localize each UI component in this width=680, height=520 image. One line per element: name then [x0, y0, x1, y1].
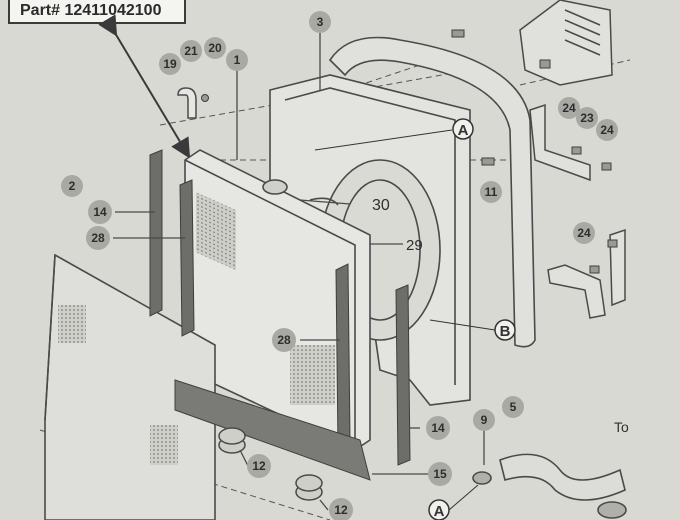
- callout-29: 29: [406, 237, 423, 254]
- callout-15: 15: [428, 462, 452, 486]
- callout-11: 11: [480, 181, 502, 203]
- svg-text:14: 14: [93, 205, 107, 219]
- ref-b-text: B: [500, 323, 511, 340]
- rubber-mounts: [218, 427, 323, 501]
- bolts: [451, 29, 618, 274]
- svg-text:11: 11: [485, 185, 498, 199]
- callout-14-right: 14: [426, 416, 450, 440]
- svg-text:24: 24: [562, 101, 576, 115]
- callout-3: 3: [309, 11, 331, 33]
- callout-2: 2: [61, 175, 83, 197]
- callout-28-left: 28: [86, 226, 110, 250]
- ref-marker-b: B: [429, 319, 516, 341]
- callout-24-top: 24: [558, 97, 580, 119]
- callout-24-right: 24: [596, 119, 618, 141]
- reference-markers: A B A: [314, 118, 516, 520]
- radiator-core: [184, 149, 371, 451]
- svg-text:5: 5: [510, 400, 517, 414]
- ref-a-text: A: [458, 122, 469, 139]
- svg-text:12: 12: [252, 459, 266, 473]
- callout-1: 1: [226, 49, 248, 71]
- callout-20: 20: [204, 37, 226, 59]
- callout-14-left: 14: [88, 200, 112, 224]
- callout-5: 5: [502, 396, 524, 418]
- svg-text:1: 1: [234, 53, 241, 67]
- svg-text:24: 24: [577, 226, 591, 240]
- svg-text:12: 12: [334, 503, 348, 517]
- callout-9: 9: [473, 409, 495, 431]
- callout-12-lower: 12: [329, 498, 353, 520]
- to-label: To: [614, 419, 629, 435]
- svg-text:24: 24: [600, 123, 614, 137]
- callout-24-lower: 24: [573, 222, 595, 244]
- hose-hook: [177, 87, 197, 119]
- callout-30: 30: [372, 197, 390, 214]
- svg-text:14: 14: [431, 421, 445, 435]
- foam-strips: [149, 149, 411, 481]
- svg-text:21: 21: [184, 44, 198, 58]
- mounting-brackets: [519, 0, 626, 319]
- callout-bubbles: 3 1 20 21 19 2 14 28 28 11 24 23 24 24 1…: [61, 11, 618, 520]
- callout-19: 19: [159, 53, 181, 75]
- svg-text:28: 28: [277, 333, 291, 347]
- callout-23: 23: [576, 107, 598, 129]
- ref-a2-text: A: [434, 503, 445, 520]
- svg-text:2: 2: [69, 179, 76, 193]
- ref-marker-a-top: A: [314, 118, 474, 151]
- svg-text:3: 3: [317, 15, 324, 29]
- svg-text:20: 20: [208, 41, 222, 55]
- part-pointer-arrow: [98, 14, 191, 159]
- washer: [201, 94, 209, 102]
- radiator-hose: [472, 453, 627, 519]
- callout-28-center: 28: [272, 328, 296, 352]
- svg-text:28: 28: [91, 231, 105, 245]
- callout-21: 21: [180, 40, 202, 62]
- svg-text:23: 23: [580, 111, 594, 125]
- ref-marker-a-bottom: A: [428, 484, 479, 520]
- svg-text:15: 15: [433, 467, 447, 481]
- callout-12-upper: 12: [247, 454, 271, 478]
- svg-text:9: 9: [481, 413, 488, 427]
- svg-text:19: 19: [163, 57, 177, 71]
